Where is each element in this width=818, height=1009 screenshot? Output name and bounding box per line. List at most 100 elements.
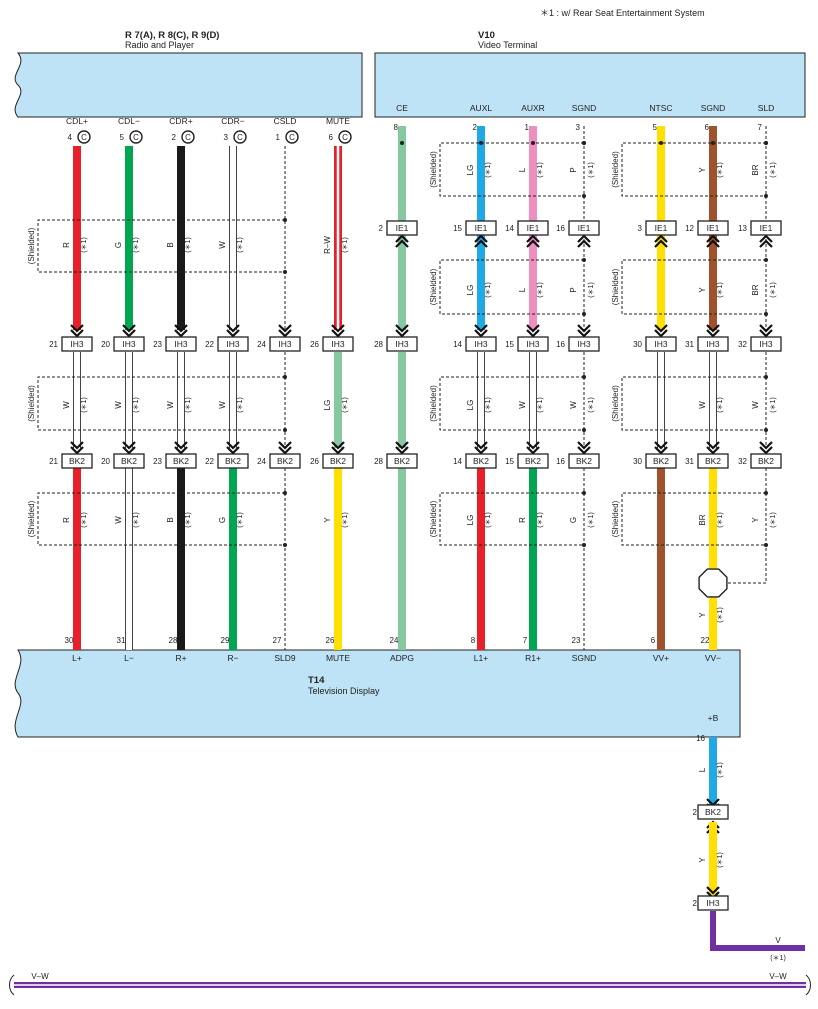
bk2-arrow-5-chev1: [331, 441, 345, 450]
video-pin-label-1: AUXL: [470, 103, 492, 113]
radio-code: R 7(A), R 8(C), R 9(D): [125, 30, 219, 41]
shield-vid-a-text: (Shielded): [611, 151, 620, 188]
radio-pin-circle-0: [77, 130, 91, 144]
shield-aux-c-dot2: [582, 428, 586, 432]
bk2-arrow-4-chev0: [278, 446, 292, 455]
shield-aux-d: [439, 492, 584, 546]
shield-radio-a-text: (Shielded): [27, 227, 36, 264]
wire-label-seg-a-7: L: [518, 167, 527, 172]
bk2-pin-6: 28: [374, 457, 383, 466]
shield-aux-c: [439, 376, 584, 431]
shield-aux-d-dot1: [582, 491, 586, 495]
shield-vid-b-text: (Shielded): [611, 268, 620, 305]
ih3-10-label: IH3: [654, 339, 668, 349]
plus-b-num: 16: [696, 734, 705, 743]
video-code: V10: [478, 30, 495, 41]
ih3-arrow-0-chev1: [70, 324, 84, 333]
video-pin-num-0: 8: [394, 123, 399, 132]
tv-pin-num-0: 30: [65, 636, 74, 645]
video-splice-0: [400, 141, 404, 145]
tv-pin-num-11: 22: [701, 636, 710, 645]
footnote-seg-a-11: (＊1): [770, 162, 777, 178]
tv-pin-label-3: R−: [227, 653, 238, 663]
wire-label-seg-a-10: Y: [698, 167, 707, 173]
video-pin-num-5: 6: [705, 123, 710, 132]
shield-aux-a-dot2: [582, 194, 586, 198]
ie1-arrow-0-chev0: [395, 234, 409, 243]
footnote-seg_b-10: (＊1): [717, 397, 724, 413]
footnote-seg-a-0: (＊1): [81, 237, 88, 253]
bk2-3-box: [217, 453, 249, 469]
shield-radio-a-dot2: [283, 270, 287, 274]
ih3-arrow-11-chev1: [706, 324, 720, 333]
footnote-seg_c-2: (＊1): [185, 512, 192, 528]
wire-label-seg_c-3: G: [218, 517, 227, 523]
ie1-pin-6: 13: [738, 224, 747, 233]
ih3-arrow-7-chev0: [474, 329, 488, 338]
ie1-arrow-6-chev1: [759, 239, 773, 248]
footnote-seg_b-5: (＊1): [342, 397, 349, 413]
bk2-5-label: BK2: [330, 456, 346, 466]
bus-label-left: V–W: [31, 972, 49, 981]
radio-pin-num-0: 4: [68, 133, 73, 142]
ih3-arrow-3-chev0: [226, 329, 240, 338]
ie1-arrow-2-chev0: [526, 234, 540, 243]
ih3-pin-10: 30: [633, 340, 642, 349]
ih3-arrow-5-chev0: [331, 329, 345, 338]
radio-pin-label-1: CDL−: [118, 116, 140, 126]
ih3-7-box: [465, 336, 497, 352]
footnote-seg_c-6: (＊1): [485, 512, 492, 528]
tv-pin-num-5: 26: [326, 636, 335, 645]
bk2-pin-4: 24: [257, 457, 266, 466]
tv-code: T14: [308, 675, 325, 686]
ih3-arrow-1-chev0: [122, 329, 136, 338]
video-name: Video Terminal: [478, 40, 537, 50]
bus-label-right: V–W: [769, 972, 787, 981]
ih3-arrow-10-chev1: [654, 324, 668, 333]
bk2-10-box: [645, 453, 677, 469]
footnote-seg_c-0: (＊1): [81, 512, 88, 528]
video-pin-label-3: SGND: [572, 103, 597, 113]
radio-pin-num-2: 2: [172, 133, 177, 142]
bk2-pin-11: 31: [685, 457, 694, 466]
ih3-arrow-12-chev0: [759, 329, 773, 338]
ie1-3-label: IE1: [578, 223, 591, 233]
shield-aux-b-dot1: [582, 258, 586, 262]
ih3-arrow-2-chev0: [174, 329, 188, 338]
footnote-seg_c-8: (＊1): [588, 512, 595, 528]
bk2-12-box: [750, 453, 782, 469]
shield-aux-b: [439, 259, 584, 315]
radio-pin-circle-4: [285, 130, 299, 144]
bk2-arrow-10-chev0: [654, 446, 668, 455]
ih3-4-box: [269, 336, 301, 352]
footnote-plus-b-top: (＊1): [717, 762, 724, 778]
tv-pin-label-0: L+: [72, 653, 82, 663]
footnote-seg-a-8: (＊1): [588, 162, 595, 178]
footnote-seg-a-7: (＊1): [537, 162, 544, 178]
radio-pin-conn-5: C: [342, 133, 348, 142]
ih3-0-label: IH3: [70, 339, 84, 349]
footnote-seg_c-3: (＊1): [237, 512, 244, 528]
wire-label-plus-b-top: L: [698, 767, 707, 772]
tv-pin-label-8: R1+: [525, 653, 541, 663]
video-pin-label-2: AUXR: [521, 103, 545, 113]
wire-label-seg_b-11: W: [751, 401, 760, 409]
bk2-0-label: BK2: [69, 456, 85, 466]
shield-aux-d-text: (Shielded): [429, 500, 438, 537]
footnote-vv-tail: (＊1): [717, 607, 724, 623]
bk2-8-label: BK2: [525, 456, 541, 466]
radio-pin-label-0: CDL+: [66, 116, 88, 126]
ih3-pin-4: 24: [257, 340, 266, 349]
ih3-pin-6: 28: [374, 340, 383, 349]
ih3-arrow-8-chev0: [526, 329, 540, 338]
wire-label-seg-a2-11: BR: [751, 284, 760, 295]
shield-vid-c: [621, 376, 766, 431]
wire-label-seg_c-2: B: [166, 517, 175, 522]
footnote-seg-a2-10: (＊1): [717, 282, 724, 298]
bk2-arrow-6-chev1: [395, 441, 409, 450]
ih3-pin-2: 23: [153, 340, 162, 349]
bk2-pin-8: 15: [505, 457, 514, 466]
shield-vid-a: [621, 142, 766, 197]
ih3-3-label: IH3: [226, 339, 240, 349]
ih3-arrow-10-chev0: [654, 329, 668, 338]
